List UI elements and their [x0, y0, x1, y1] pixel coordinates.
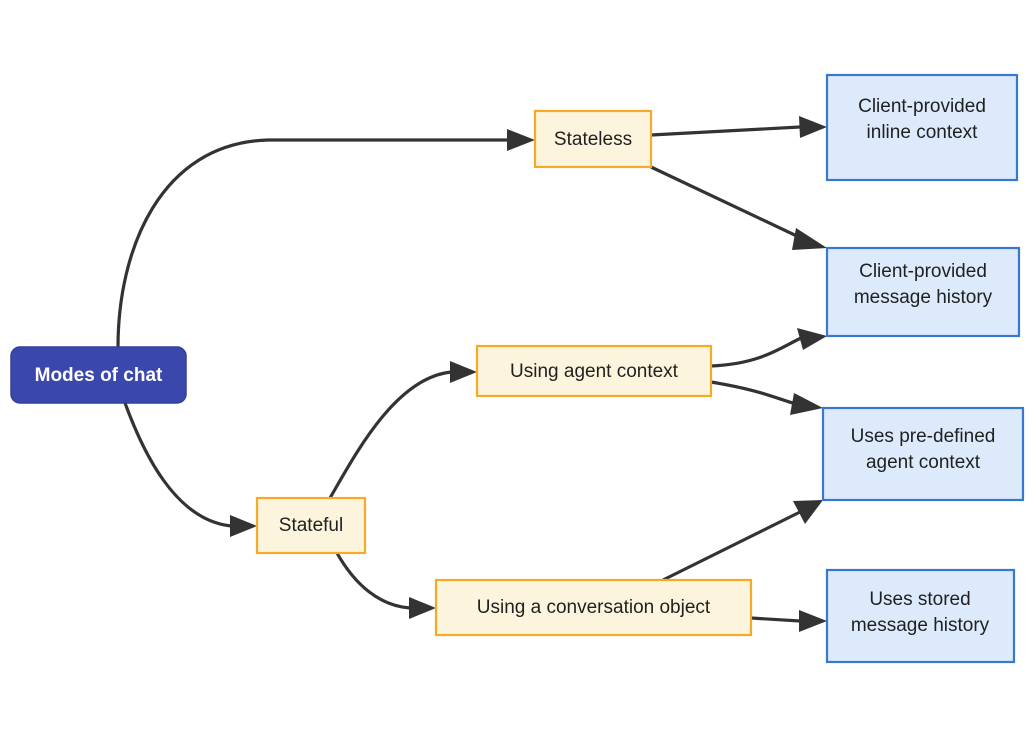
node-label-client-provided-message-history-line2: message history	[854, 287, 993, 308]
edge-layer	[116, 116, 827, 632]
node-label-client-provided-inline-context-line2: inline context	[867, 122, 979, 143]
edge-root-to-stateless	[116, 129, 535, 348]
node-shape-client-provided-inline-context[interactable]	[825, 73, 1019, 182]
node-label-using-a-conversation-object: Using a conversation object	[477, 597, 711, 618]
node-label-uses-stored-message-history-line1: Uses stored	[869, 589, 970, 610]
arrowhead-conversation-stored	[799, 610, 827, 632]
node-shape-using-a-conversation-object[interactable]	[434, 578, 753, 637]
edge-path-root-stateless	[116, 138, 508, 348]
node-shape-modes-of-chat[interactable]	[10, 346, 187, 404]
edge-conversation-object-to-predefined	[662, 500, 823, 582]
arrowhead-stateless-inline	[799, 116, 827, 138]
node-label-client-provided-inline-context-line1: Client-provided	[858, 96, 986, 117]
edge-path-stateful-conversation	[335, 552, 411, 610]
node-label-uses-pre-defined-agent-context-line1: Uses pre-defined	[851, 426, 996, 447]
edge-agent-context-to-message-history	[710, 328, 827, 368]
node-client-provided-message-history[interactable]: Client-provided message history	[825, 246, 1021, 338]
node-layer: Modes of chat Stateless Stateful Using a…	[10, 73, 1025, 664]
edge-conversation-object-to-stored-history	[750, 610, 827, 632]
node-shape-client-provided-message-history[interactable]	[825, 246, 1021, 338]
node-shape-stateful[interactable]	[255, 496, 367, 555]
node-label-client-provided-message-history-line1: Client-provided	[859, 261, 987, 282]
edge-path-stateless-history	[650, 165, 802, 240]
edge-agent-context-to-predefined	[710, 380, 823, 415]
edge-path-stateless-inline	[650, 125, 801, 137]
edge-path-root-stateful	[123, 402, 232, 528]
node-shape-using-agent-context[interactable]	[475, 344, 713, 398]
edge-path-agent-history	[710, 336, 802, 368]
arrowhead-stateful-conversation	[409, 597, 436, 619]
node-shape-uses-stored-message-history[interactable]	[825, 568, 1016, 664]
edge-stateful-to-agent-context	[328, 361, 477, 499]
arrowhead-agent-predefined	[790, 393, 823, 415]
node-uses-pre-defined-agent-context[interactable]: Uses pre-defined agent context	[821, 406, 1025, 502]
node-label-using-agent-context: Using agent context	[510, 361, 679, 382]
arrowhead-root-stateless	[507, 129, 535, 151]
arrowhead-root-stateful	[230, 515, 257, 537]
edge-stateful-to-conversation-object	[335, 552, 436, 619]
node-client-provided-inline-context[interactable]: Client-provided inline context	[825, 73, 1019, 182]
edge-path-agent-predefined	[710, 380, 797, 406]
node-shape-stateless[interactable]	[533, 109, 653, 169]
edge-stateless-to-message-history	[650, 165, 827, 250]
edge-path-conversation-predefined	[662, 510, 801, 582]
node-uses-stored-message-history[interactable]: Uses stored message history	[825, 568, 1016, 664]
edge-stateless-to-inline-context	[650, 116, 827, 138]
node-label-uses-stored-message-history-line2: message history	[851, 615, 990, 636]
node-modes-of-chat[interactable]: Modes of chat	[10, 346, 187, 404]
node-label-stateless: Stateless	[554, 129, 632, 150]
node-label-stateful: Stateful	[279, 515, 343, 536]
node-using-agent-context[interactable]: Using agent context	[475, 344, 713, 398]
node-stateless[interactable]: Stateless	[533, 109, 653, 169]
node-stateful[interactable]: Stateful	[255, 496, 367, 555]
arrowhead-stateful-agent	[450, 361, 477, 383]
arrowhead-conversation-predefined	[793, 500, 823, 524]
arrowhead-agent-history	[797, 328, 827, 350]
arrowhead-stateless-history	[792, 228, 827, 250]
node-label-modes-of-chat: Modes of chat	[35, 365, 163, 386]
edge-root-to-stateful	[123, 402, 257, 537]
edge-path-stateful-agent	[328, 370, 452, 499]
node-label-uses-pre-defined-agent-context-line2: agent context	[866, 452, 981, 473]
node-shape-uses-pre-defined-agent-context[interactable]	[821, 406, 1025, 502]
edge-path-conversation-stored	[750, 616, 801, 623]
node-using-a-conversation-object[interactable]: Using a conversation object	[434, 578, 753, 637]
